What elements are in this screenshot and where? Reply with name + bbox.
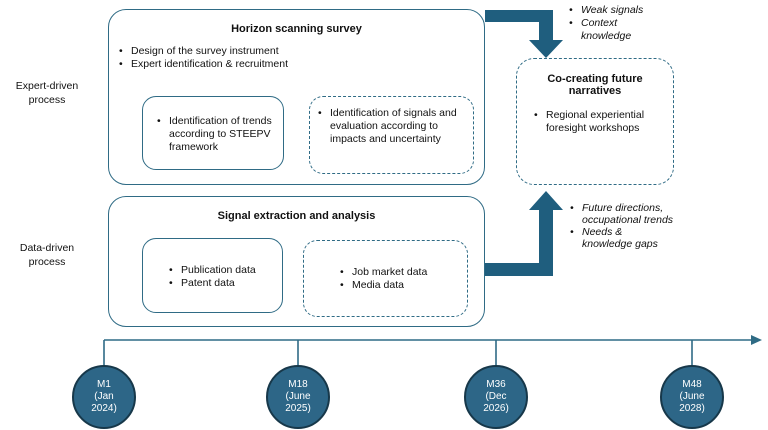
trends-list: Identification of trends according to ST… <box>155 115 275 154</box>
milestone-date: (June 2028) <box>679 391 705 414</box>
milestone-code: M48 <box>682 379 702 390</box>
milestone-date: (Jan 2024) <box>91 391 117 414</box>
cocreating-bullet: Regional experiential foresight workshop… <box>532 109 667 135</box>
signal-extraction-title: Signal extraction and analysis <box>217 210 376 222</box>
expert-driven-label: Expert-driven process <box>15 80 79 106</box>
trends-text: Identification of trends according to ST… <box>155 115 275 154</box>
context-knowledge-note: Context knowledge <box>567 17 641 43</box>
horizon-bullet: Design of the survey instrument <box>117 45 292 58</box>
signal-extraction-box: Signal extraction and analysis Publicati… <box>108 196 485 327</box>
milestone-code: M36 <box>486 379 506 390</box>
cocreating-box: Co-creating future narratives Regional e… <box>516 58 674 185</box>
milestone-m36: M36 (Dec 2026) <box>464 365 528 429</box>
horizon-bullet: Expert identification & recruitment <box>117 58 292 71</box>
signals-list: Identification of signals and evaluation… <box>316 107 470 146</box>
job-media-list: Job market data Media data <box>338 266 458 292</box>
milestone-code: M18 <box>288 379 308 390</box>
job-market-item: Job market data <box>338 266 458 279</box>
arrow-signal-to-cocreate <box>485 191 563 276</box>
signals-box: Identification of signals and evaluation… <box>309 96 474 174</box>
milestone-date: (June 2025) <box>285 391 311 414</box>
publication-patent-box: Publication data Patent data <box>142 238 283 313</box>
patent-data-item: Patent data <box>167 277 277 290</box>
cocreating-title: Co-creating future narratives <box>547 73 643 97</box>
milestone-m48: M48 (June 2028) <box>660 365 724 429</box>
publication-patent-list: Publication data Patent data <box>167 264 277 290</box>
weak-signals-note: Weak signals <box>567 4 677 17</box>
milestone-m1: M1 (Jan 2024) <box>72 365 136 429</box>
data-driven-label: Data-driven process <box>19 242 75 268</box>
milestone-code: M1 <box>97 379 111 390</box>
media-data-item: Media data <box>338 279 458 292</box>
needs-gaps-note: Needs & knowledge gaps <box>568 226 672 250</box>
timeline-arrowhead <box>751 335 762 345</box>
trends-box: Identification of trends according to ST… <box>142 96 284 170</box>
bottom-notes: Future directions, occupational trends N… <box>568 202 688 250</box>
horizon-scanning-title: Horizon scanning survey <box>231 23 362 35</box>
future-directions-note: Future directions, occupational trends <box>568 202 688 226</box>
signals-text: Identification of signals and evaluation… <box>316 107 470 146</box>
horizon-bullets: Design of the survey instrument Expert i… <box>117 45 292 71</box>
milestone-date: (Dec 2026) <box>483 391 509 414</box>
milestone-m18: M18 (June 2025) <box>266 365 330 429</box>
publication-data-item: Publication data <box>167 264 277 277</box>
arrow-horizon-to-cocreate <box>485 10 563 58</box>
top-notes: Weak signals Context knowledge <box>567 4 677 43</box>
horizon-scanning-box: Horizon scanning survey Design of the su… <box>108 9 485 185</box>
cocreating-list: Regional experiential foresight workshop… <box>532 109 667 135</box>
job-media-box: Job market data Media data <box>303 240 468 317</box>
